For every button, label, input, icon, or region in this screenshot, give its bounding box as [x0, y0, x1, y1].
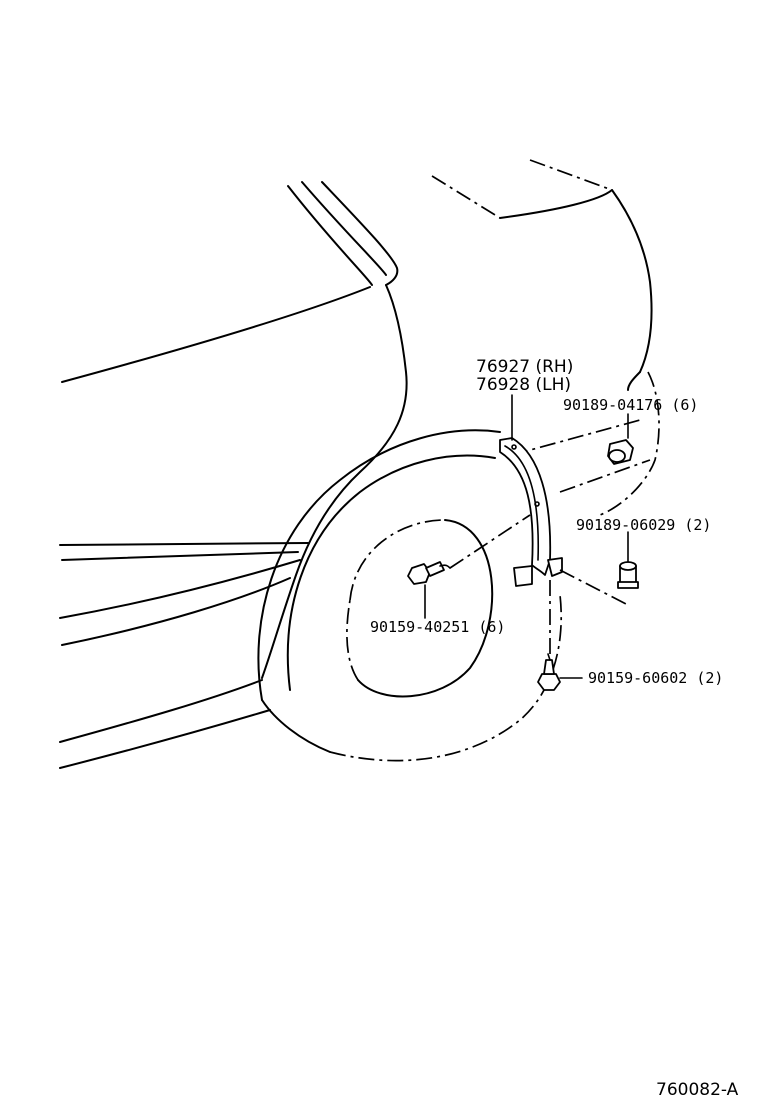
clip-upper-part	[607, 413, 634, 465]
screw-bottom-part	[537, 580, 583, 691]
callout-screw-wheel: 90159-40251 (6)	[370, 618, 505, 636]
clip-lower-part	[559, 531, 639, 606]
callout-clip-upper: 90189-04176 (6)	[563, 396, 698, 414]
rear-wheel	[257, 429, 563, 762]
callout-fender-liner-rh: 76927 (RH)	[476, 357, 573, 377]
fender-liner-bracket	[499, 394, 563, 587]
screw-wheel-part	[407, 514, 531, 619]
callout-screw-bottom: 90159-60602 (2)	[588, 669, 723, 687]
callout-clip-lower: 90189-06029 (2)	[576, 516, 711, 534]
figure-id: 760082-A	[656, 1080, 739, 1100]
car-body	[59, 159, 660, 769]
callout-fender-liner-lh: 76928 (LH)	[476, 375, 571, 395]
